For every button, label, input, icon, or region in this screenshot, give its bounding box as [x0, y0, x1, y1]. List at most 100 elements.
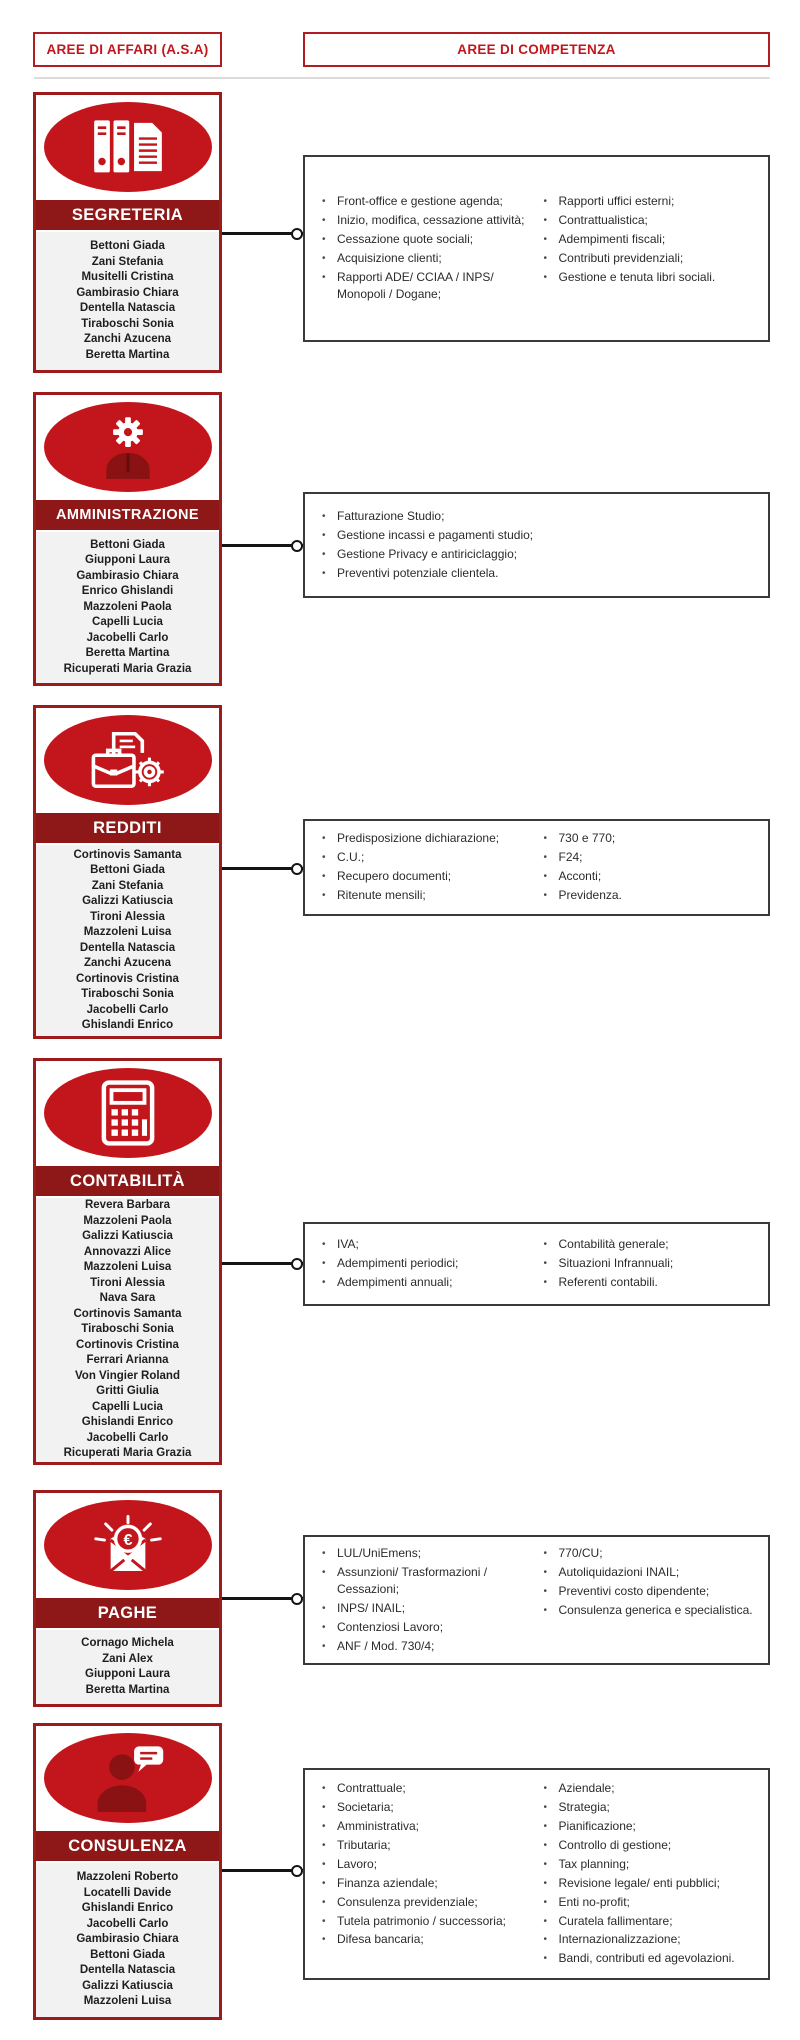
- competency-item: Gestione incassi e pagamenti studio;: [318, 527, 755, 545]
- competency-item: Previdenza.: [540, 887, 756, 905]
- competency-item: 770/CU;: [540, 1545, 756, 1563]
- red-ellipse: [43, 714, 212, 805]
- member-name: Dentella Natascia: [79, 1964, 176, 1977]
- member-name: Cornago Michela: [81, 1637, 174, 1649]
- euro-envelope-icon: €: [93, 1514, 162, 1572]
- member-name: Gritti Giulia: [96, 1385, 159, 1398]
- competency-item: Ritenute mensili;: [318, 887, 534, 905]
- competency-columns: Contrattuale;Societaria;Amministrativa;T…: [318, 1779, 755, 1969]
- member-name: Beretta Martina: [85, 1683, 170, 1696]
- member-name: Ricuperati Maria Grazia: [63, 662, 192, 675]
- competency-item: Tax planning;: [540, 1856, 756, 1874]
- competency-item: Finanza aziendale;: [318, 1875, 534, 1893]
- competency-item: Predisposizione dichiarazione;: [318, 830, 534, 848]
- competency-columns: IVA;Adempimenti periodici;Adempimenti an…: [318, 1235, 755, 1293]
- member-name: Beretta Martina: [85, 348, 170, 361]
- competency-col1: Predisposizione dichiarazione;C.U.;Recup…: [318, 829, 534, 906]
- calculator-icon: [101, 1079, 154, 1146]
- competency-box-segreteria: Front-office e gestione agenda;Inizio, m…: [303, 155, 770, 342]
- competency-item: Consulenza previdenziale;: [318, 1894, 534, 1912]
- redditi-icon-area: [36, 708, 219, 811]
- person-speech-bubble-icon: [97, 1745, 163, 1812]
- competency-box-amministrazione: Fatturazione Studio;Gestione incassi e p…: [303, 492, 770, 598]
- member-name: Giupponi Laura: [85, 554, 170, 567]
- competency-item: Tributaria;: [318, 1837, 534, 1855]
- competency-item: Revisione legale/ enti pubblici;: [540, 1875, 756, 1893]
- competency-item: Rapporti ADE/ CCIAA / INPS/ Monopoli / D…: [318, 269, 534, 304]
- member-name: Tironi Alessia: [90, 1276, 165, 1289]
- member-name: Galizzi Katiuscia: [82, 1979, 173, 1992]
- area-title-segreteria: SEGRETERIA: [36, 198, 219, 232]
- competency-item: IVA;: [318, 1236, 534, 1254]
- competency-columns: Predisposizione dichiarazione;C.U.;Recup…: [318, 829, 755, 906]
- member-name: Bettoni Giada: [90, 538, 165, 551]
- competency-item: Cessazione quote sociali;: [318, 231, 534, 249]
- area-title-label: REDDITI: [93, 818, 162, 837]
- connector-line-consulenza: [222, 1864, 303, 1877]
- member-name: Zanchi Azucena: [83, 957, 172, 969]
- area-title-redditi: REDDITI: [36, 811, 219, 845]
- competency-item: Amministrativa;: [318, 1818, 534, 1836]
- member-name: Gambirasio Chiara: [76, 286, 179, 299]
- connector-line-contabilita: [222, 1257, 303, 1270]
- competency-item: Rapporti uffici esterni;: [540, 193, 756, 211]
- competency-col2: Rapporti uffici esterni;Contrattualistic…: [540, 192, 756, 288]
- member-name: Mazzoleni Roberto: [76, 1871, 179, 1884]
- competency-item: ANF / Mod. 730/4;: [318, 1638, 534, 1656]
- connector-ring: [291, 227, 303, 240]
- competency-item: Referenti contabili.: [540, 1274, 756, 1292]
- competency-box-paghe: LUL/UniEmens;Assunzioni/ Trasformazioni …: [303, 1535, 770, 1665]
- member-name: Tiraboschi Sonia: [81, 317, 174, 330]
- competency-item: Adempimenti periodici;: [318, 1255, 534, 1273]
- competency-item: Gestione Privacy e antiriciclaggio;: [318, 546, 755, 564]
- member-name: Capelli Lucia: [92, 616, 163, 629]
- competency-col2: 730 e 770;F24;Acconti;Previdenza.: [540, 829, 756, 906]
- member-name: Ghislandi Enrico: [81, 1019, 174, 1031]
- competency-col2: Aziendale;Strategia;Pianificazione;Contr…: [540, 1779, 756, 1969]
- member-name: Jacobelli Carlo: [86, 1003, 169, 1016]
- member-name: Dentella Natascia: [79, 302, 176, 314]
- competency-item: Bandi, contributi ed agevolazioni.: [540, 1950, 756, 1968]
- binders-document-icon: [93, 119, 162, 172]
- competency-item: Societaria;: [318, 1799, 534, 1817]
- area-title-paghe: PAGHE: [36, 1596, 219, 1630]
- competency-item: Controllo di gestione;: [540, 1837, 756, 1855]
- red-ellipse: [43, 1732, 212, 1823]
- competency-item: C.U.;: [318, 849, 534, 867]
- member-name: Tiraboschi Sonia: [81, 1323, 174, 1336]
- competency-col1: Front-office e gestione agenda;Inizio, m…: [318, 192, 534, 305]
- competency-item: INPS/ INAIL;: [318, 1600, 534, 1618]
- header-divider: [34, 77, 770, 79]
- competency-box-consulenza: Contrattuale;Societaria;Amministrativa;T…: [303, 1768, 770, 1980]
- connector-line-paghe: [222, 1592, 303, 1605]
- competency-item: Strategia;: [540, 1799, 756, 1817]
- competency-col2: Contabilità generale;Situazioni Infrannu…: [540, 1235, 756, 1293]
- competency-item: Curatela fallimentare;: [540, 1913, 756, 1931]
- member-name: Ghislandi Enrico: [81, 1416, 174, 1429]
- member-name: Tironi Alessia: [90, 910, 165, 923]
- competency-item: Recupero documenti;: [318, 868, 534, 886]
- header-aree-di-competenza: AREE DI COMPETENZA: [303, 32, 770, 67]
- competency-item: Fatturazione Studio;: [318, 508, 755, 526]
- competency-col1: LUL/UniEmens;Assunzioni/ Trasformazioni …: [318, 1543, 534, 1656]
- competency-item: Assunzioni/ Trasformazioni / Cessazioni;: [318, 1564, 534, 1599]
- member-name: Enrico Ghislandi: [81, 585, 174, 598]
- competency-item: Inizio, modifica, cessazione attività;: [318, 212, 534, 230]
- member-name: Mazzoleni Paola: [83, 600, 172, 613]
- red-ellipse: [43, 1067, 212, 1158]
- competency-item: Difesa bancaria;: [318, 1931, 534, 1949]
- member-name: Bettoni Giada: [90, 1948, 165, 1961]
- competency-item: 730 e 770;: [540, 830, 756, 848]
